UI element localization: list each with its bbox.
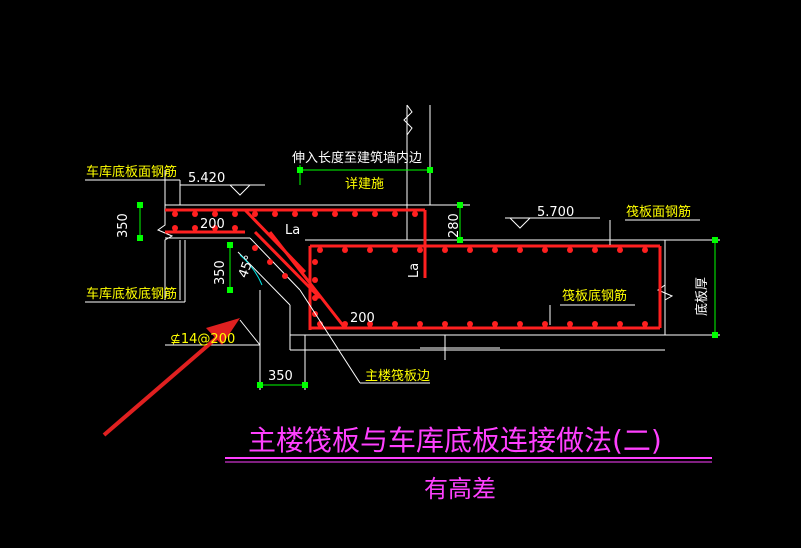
drawing-subtitle: 有高差 [424, 475, 496, 503]
rebar-group [165, 208, 662, 330]
raft-bottom-rebar-label: 筏板底钢筋 [562, 288, 627, 304]
elevation-garage-label: 5.420 [188, 171, 225, 186]
slab-thickness-label: 底板厚 [694, 277, 710, 316]
rebar-dots [172, 211, 648, 327]
la-vertical-label: La [407, 263, 422, 278]
see-arch-label: 详建施 [345, 177, 384, 192]
la-horizontal-label: La [285, 223, 300, 238]
dim-350-left-label: 350 [116, 213, 131, 238]
red-arrow [102, 318, 240, 437]
dim-280-label: 280 [447, 213, 462, 238]
dimension-ticks [137, 167, 718, 388]
anchor-note-label: 伸入长度至建筑墙内边 [292, 150, 422, 166]
raft-top-rebar-label: 筏板面钢筋 [626, 204, 691, 220]
drawing-title: 主楼筏板与车库底板连接做法(二) [248, 424, 662, 457]
label-underlines [85, 179, 700, 384]
elevation-markers [180, 184, 600, 229]
dim-200-top-label: 200 [200, 217, 225, 232]
angle-label: 45° [236, 253, 258, 280]
elevation-raft-label: 5.700 [537, 205, 574, 220]
rebar-spec-label: ⊈14@200 [170, 332, 235, 347]
garage-top-rebar-label: 车库底板面钢筋 [86, 164, 177, 180]
main-raft-edge-label: 主楼筏板边 [365, 368, 430, 384]
dim-200-bottom-label: 200 [350, 311, 375, 326]
garage-bottom-rebar-label: 车库底板底钢筋 [86, 286, 177, 302]
angle-arc [239, 254, 263, 286]
dim-350-bottom-label: 350 [268, 369, 293, 384]
dim-350-mid-label: 350 [213, 260, 228, 285]
